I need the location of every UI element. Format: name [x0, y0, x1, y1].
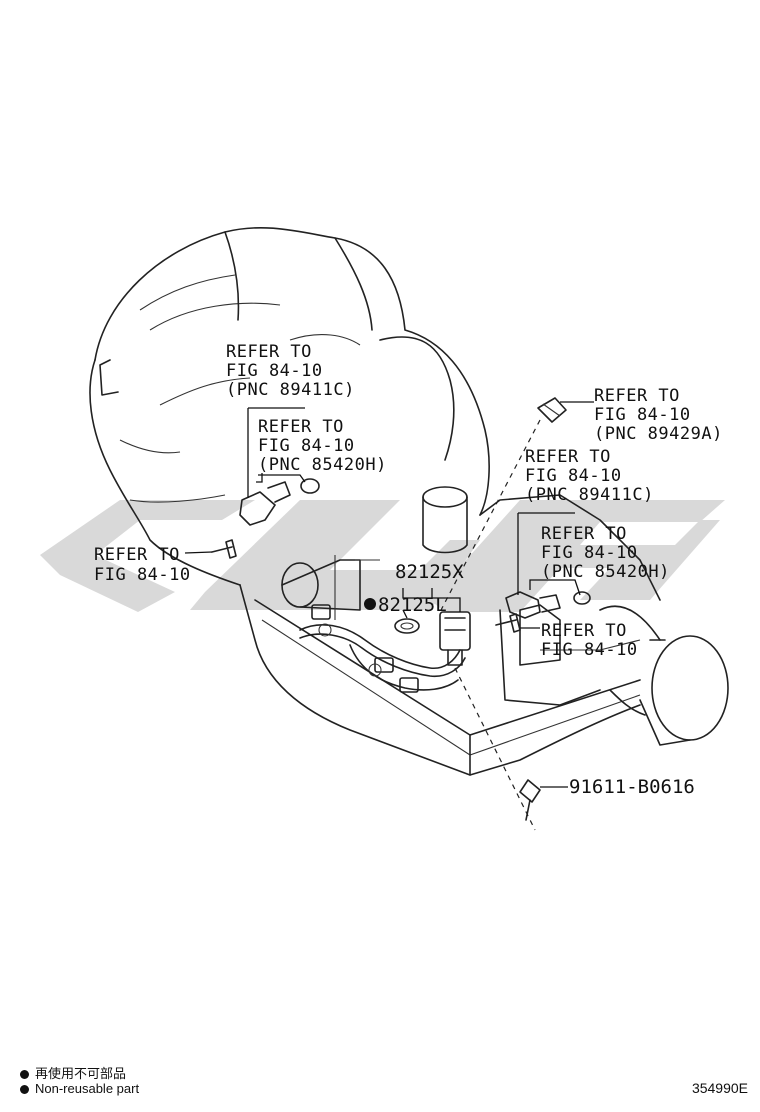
part-number-bolt: 91611-B0616: [569, 776, 695, 798]
part-number-wire-harness: 82125X: [395, 561, 464, 583]
figure-code: 354990E: [691, 1080, 748, 1096]
legend-dot-icon: [20, 1085, 29, 1095]
speed-sensor-left: [239, 478, 320, 526]
legend-dot-icon: [20, 1070, 29, 1080]
wire-harness: [299, 604, 471, 693]
transmission-case: [89, 226, 729, 776]
part-number-gasket: 82125L: [378, 594, 447, 616]
bolts: [211, 539, 541, 821]
legend-line-2: Non-reusable part: [20, 1081, 139, 1096]
leader-lines: [184, 401, 594, 788]
legend-line-1: 再使用不可部品: [20, 1063, 126, 1082]
non-reusable-dot: [364, 598, 376, 610]
oil-pressure-switch: [537, 397, 567, 423]
speed-sensor-right: [505, 591, 591, 619]
dashed-leaders: [439, 419, 541, 831]
